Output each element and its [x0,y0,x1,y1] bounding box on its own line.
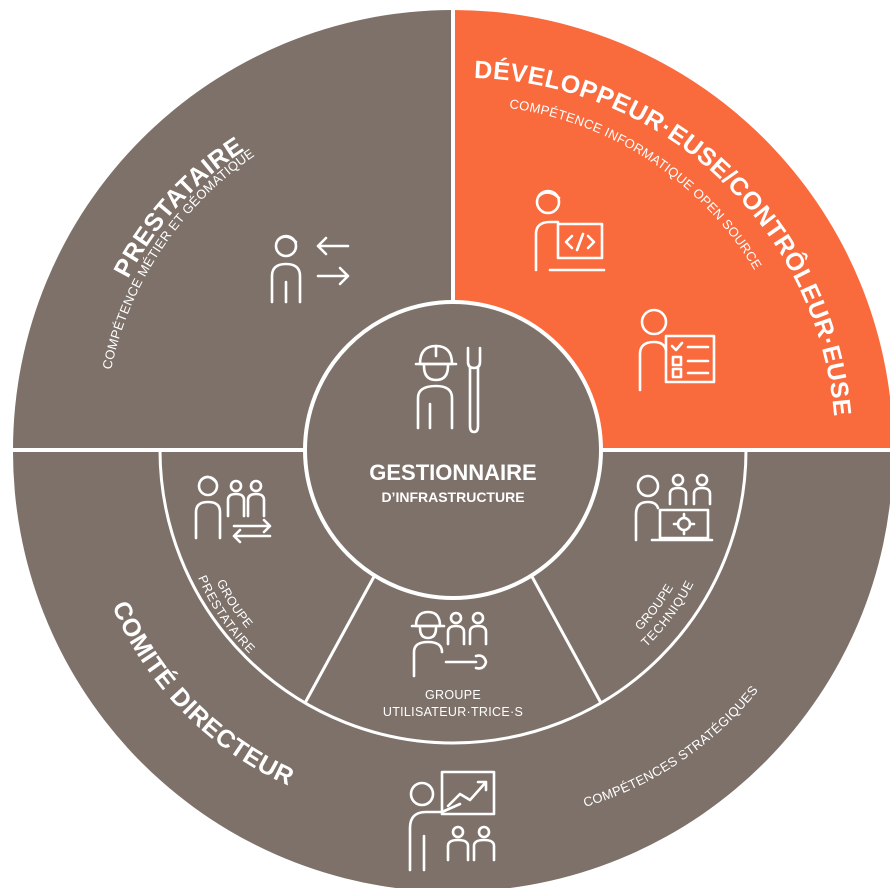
center-subtitle: D’INFRASTRUCTURE [381,489,524,505]
group-exchange-icon [194,475,272,544]
group-utilisateur-line1: GROUPE [425,688,481,702]
ring-divider-right [528,572,603,704]
group-settings-laptop-icon [634,473,714,542]
reviewer-checklist-icon [638,308,716,392]
ring-divider-left [303,572,378,704]
presentation-board-icon [408,770,496,872]
sector-prestataire [13,10,453,450]
group-utilisateur-line2: UTILISATEUR·TRICE·S [383,705,523,719]
sector-comite-directeur [12,450,890,888]
center-title: GESTIONNAIRE [369,460,536,485]
center-circle [303,300,603,600]
person-exchange-icon [270,234,350,304]
inner-ring [158,449,748,745]
sector-developpeur [453,9,890,451]
developer-laptop-icon [534,189,606,272]
group-tools-icon [410,610,488,678]
worker-wrench-icon [414,344,482,434]
